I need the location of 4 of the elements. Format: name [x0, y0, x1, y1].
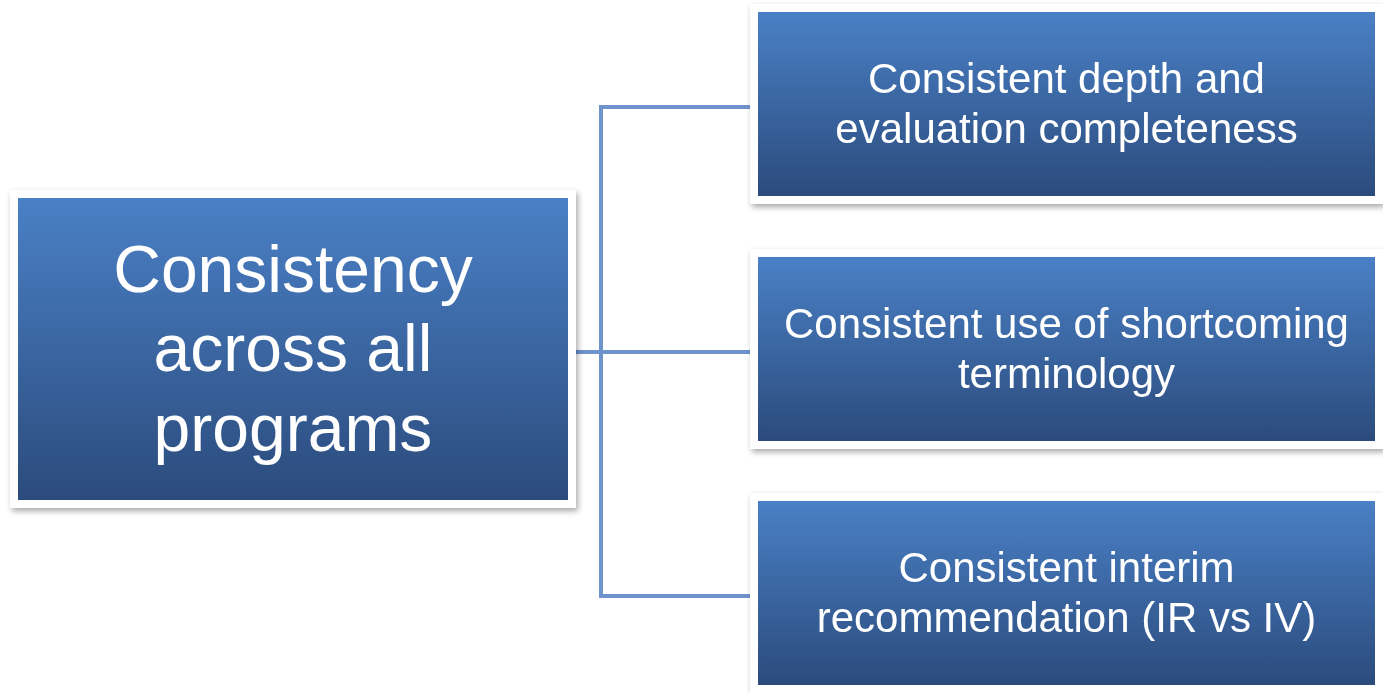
subtopic-text: Consistent use of shortcoming terminology — [783, 298, 1350, 399]
topic-text: Consistency across all programs — [112, 231, 474, 467]
subtopic-text: Consistent depth and evaluation completeness — [834, 53, 1299, 154]
subtopic-text: Consistent interim recommendation (IR vs IV) — [815, 542, 1318, 643]
